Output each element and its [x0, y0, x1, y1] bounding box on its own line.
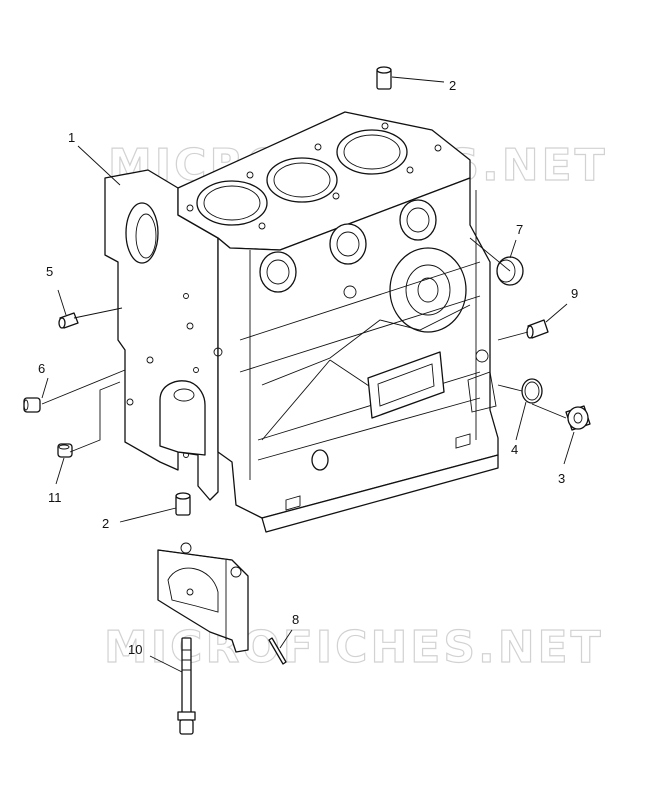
callout-1: 1	[68, 130, 75, 145]
plug-part-11	[57, 443, 73, 458]
watermark-bottom: MICROFICHES.NET	[104, 622, 604, 673]
leader-lines	[41, 76, 575, 673]
callout-3: 3	[558, 471, 565, 486]
callout-7: 7	[516, 222, 523, 237]
callout-6: 6	[38, 361, 45, 376]
callout-9: 9	[571, 286, 578, 301]
callout-2-bottom: 2	[102, 516, 109, 531]
sleeve-part-9	[526, 319, 549, 339]
bolt-part-10	[177, 637, 196, 735]
callout-8: 8	[292, 612, 299, 627]
cylinder-block	[104, 111, 499, 533]
callout-11: 11	[48, 490, 62, 505]
pin-part-8	[268, 637, 287, 665]
sleeve-part-5	[58, 312, 79, 329]
callout-2-top: 2	[449, 78, 456, 93]
dowel-bottom	[175, 492, 191, 516]
dowel-top	[376, 66, 392, 90]
callout-4: 4	[511, 442, 518, 457]
plug-part-3	[565, 405, 591, 431]
callout-5: 5	[46, 264, 53, 279]
main-bearing-cap	[157, 542, 249, 653]
plug-part-6	[23, 397, 41, 413]
callout-10: 10	[128, 642, 142, 657]
o-ring-part-4	[521, 378, 543, 404]
